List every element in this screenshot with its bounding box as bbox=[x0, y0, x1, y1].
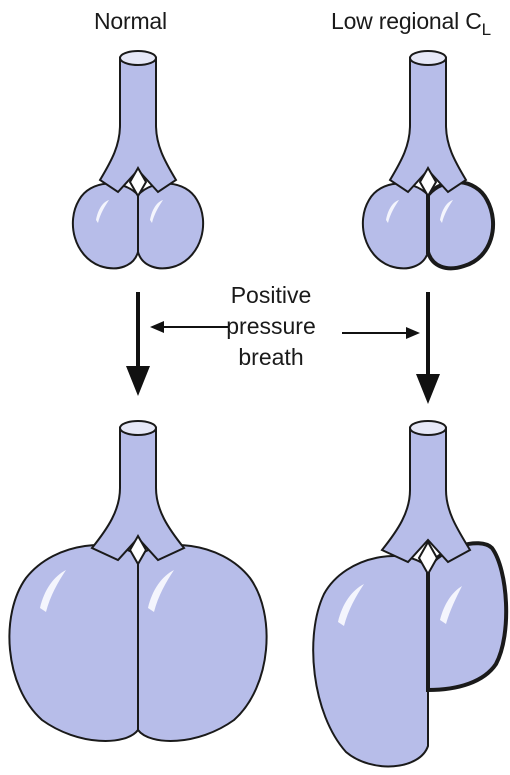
low-after-airway bbox=[382, 428, 470, 562]
normal-before-left-lobe bbox=[73, 184, 138, 269]
low-after-left-lobe bbox=[313, 556, 428, 766]
center-label-line-2: pressure bbox=[215, 311, 327, 342]
low-regional-cl-subscript: L bbox=[482, 20, 491, 39]
normal-after-right-lobe bbox=[138, 545, 267, 741]
low-regional-cl-title: Low regional CL bbox=[331, 8, 491, 35]
normal-before-right-lobe bbox=[138, 184, 203, 269]
normal-after-trachea-opening bbox=[120, 421, 156, 435]
low-after-right-lobe bbox=[428, 543, 506, 690]
low-cl-lungs-after bbox=[313, 421, 506, 766]
normal-title: Normal bbox=[94, 8, 167, 35]
low-regional-cl-title-text: Low regional C bbox=[331, 8, 482, 34]
right-pointer-arrow bbox=[342, 327, 420, 339]
low-after-trachea-opening bbox=[410, 421, 446, 435]
low-before-trachea-opening bbox=[410, 51, 446, 65]
right-down-arrow bbox=[416, 292, 440, 404]
normal-after-left-lobe bbox=[9, 545, 138, 741]
center-label-line-1: Positive bbox=[215, 280, 327, 311]
left-down-arrow bbox=[126, 292, 150, 396]
positive-pressure-breath-label: Positive pressure breath bbox=[215, 280, 327, 373]
low-before-left-lobe bbox=[363, 184, 428, 269]
normal-lungs-before bbox=[73, 51, 203, 268]
low-before-right-lobe bbox=[428, 182, 493, 268]
low-cl-lungs-before bbox=[363, 51, 493, 268]
center-label-line-3: breath bbox=[215, 342, 327, 373]
normal-lungs-after bbox=[9, 421, 266, 741]
normal-before-trachea-opening bbox=[120, 51, 156, 65]
